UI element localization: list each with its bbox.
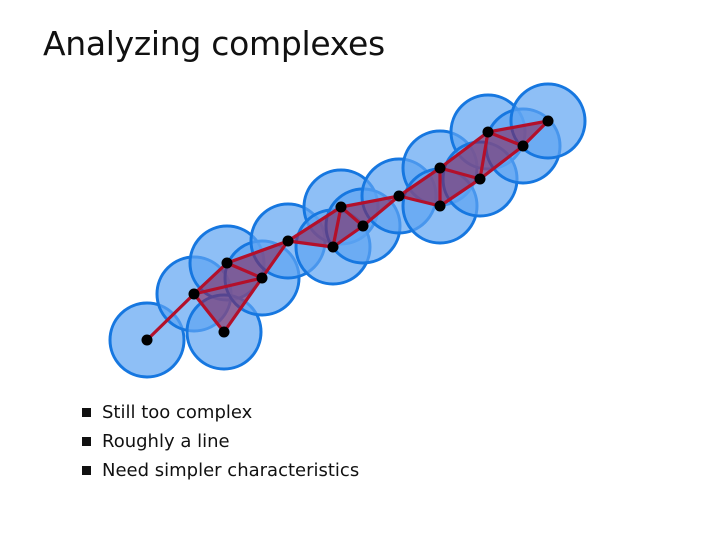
vertex: [141, 334, 153, 346]
edge: [397, 166, 442, 198]
vertex: [517, 140, 529, 152]
edge: [339, 194, 401, 209]
vertex: [335, 201, 347, 213]
edge: [486, 119, 550, 134]
edge: [286, 239, 335, 249]
vertex: [221, 257, 233, 269]
edge: [438, 130, 490, 170]
vertex: [542, 115, 554, 127]
edge: [331, 224, 365, 249]
vertex: [434, 200, 446, 212]
edge: [260, 239, 290, 280]
triangle: [488, 121, 548, 146]
square-bullet-icon: [82, 466, 91, 475]
triangle: [480, 132, 523, 179]
edge: [486, 130, 525, 148]
edge: [192, 276, 264, 296]
vertex: [218, 326, 230, 338]
edge: [478, 130, 490, 181]
bullet-text: Need simpler characteristics: [102, 460, 360, 481]
edge: [331, 205, 343, 249]
bullet-list: Still too complex Roughly a line Need si…: [80, 400, 359, 487]
vertex: [482, 126, 494, 138]
square-bullet-icon: [82, 408, 91, 417]
edge: [192, 292, 226, 334]
vertices: [141, 115, 554, 346]
slide-title: Analyzing complexes: [43, 24, 385, 63]
edge: [286, 205, 343, 243]
vertex: [282, 235, 294, 247]
edge: [225, 261, 264, 280]
vertex: [393, 190, 405, 202]
bullet-item: Still too complex: [80, 400, 359, 429]
square-bullet-icon: [82, 437, 91, 446]
triangle: [440, 132, 488, 179]
bullet-item: Need simpler characteristics: [80, 458, 359, 487]
edge: [397, 194, 442, 208]
edge: [521, 119, 550, 148]
edge: [438, 177, 482, 208]
bullet-item: Roughly a line: [80, 429, 359, 458]
triangle: [399, 168, 440, 206]
vertex: [188, 288, 200, 300]
edge: [361, 194, 401, 228]
edge: [145, 292, 196, 342]
bullet-text: Roughly a line: [102, 431, 230, 452]
edge: [222, 276, 264, 334]
edge: [438, 166, 482, 181]
vertex: [327, 241, 339, 253]
vertex: [474, 173, 486, 185]
edge: [192, 261, 229, 296]
vertex: [357, 220, 369, 232]
vertex: [434, 162, 446, 174]
vertex: [256, 272, 268, 284]
bullet-text: Still too complex: [102, 402, 253, 423]
edge: [478, 144, 525, 181]
edge: [225, 239, 290, 265]
